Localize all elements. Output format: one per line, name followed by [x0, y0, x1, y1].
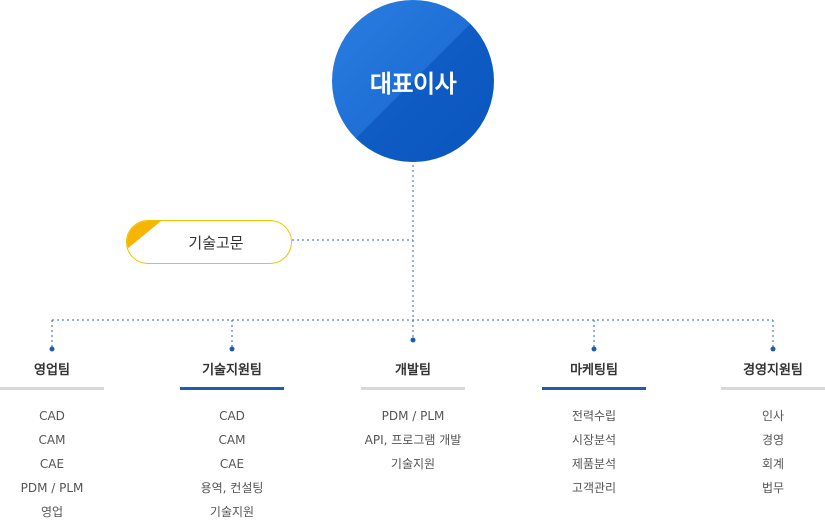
team-management-support: 경영지원팀 인사 경영 회계 법무 [721, 360, 825, 500]
duty-item: 회계 [761, 457, 785, 471]
duty-item: CAD [219, 409, 245, 423]
duty-item: PDM / PLM [381, 409, 445, 423]
duty-list: PDM / PLM API, 프로그램 개발 기술지원 [361, 404, 465, 476]
ceo-label: 대표이사 [369, 69, 457, 98]
duty-item: 인사 [761, 409, 785, 423]
team-dot-1 [49, 346, 55, 352]
team-marketing: 마케팅팀 전력수립 시장분석 제품분석 고객관리 [542, 360, 646, 500]
duty-item: CAM [218, 433, 246, 447]
duty-item: 법무 [761, 481, 785, 495]
team-dot-4 [591, 346, 597, 352]
team-underline [721, 387, 825, 390]
duty-item: 시장분석 [571, 433, 617, 447]
team-underline [542, 387, 646, 390]
team-sales: 영업팀 CAD CAM CAE PDM / PLM 영업 [0, 360, 104, 524]
team-name: 영업팀 [34, 363, 70, 378]
team-dot-5 [770, 346, 776, 352]
team-name: 마케팅팀 [570, 363, 618, 378]
team-underline [0, 387, 104, 390]
duty-list: 인사 경영 회계 법무 [721, 404, 825, 500]
duty-item: CAE [219, 457, 245, 471]
team-underline [361, 387, 465, 390]
duty-item: 전력수립 [571, 409, 617, 423]
team-underline [180, 387, 284, 390]
team-name: 기술지원팀 [202, 363, 262, 378]
duty-item: API, 프로그램 개발 [364, 433, 462, 447]
duty-item: CAE [39, 457, 65, 471]
duty-item: CAM [38, 433, 66, 447]
team-dot-2 [229, 346, 235, 352]
duty-item: 기술지원 [209, 505, 255, 519]
advisor-label: 기술고문 [188, 233, 244, 252]
ceo-node: 대표이사 [332, 0, 494, 162]
duty-item: 고객관리 [571, 481, 617, 495]
team-tech-support: 기술지원팀 CAD CAM CAE 용역, 컨설팅 기술지원 [180, 360, 284, 524]
advisor-corner-accent [127, 221, 161, 249]
duty-item: CAD [39, 409, 65, 423]
duty-item: PDM / PLM [20, 481, 84, 495]
duty-item: 용역, 컨설팅 [200, 481, 264, 495]
duty-item: 영업 [40, 505, 64, 519]
team-name: 경영지원팀 [743, 363, 803, 378]
duty-item: 제품분석 [571, 457, 617, 471]
duty-list: 전력수립 시장분석 제품분석 고객관리 [542, 404, 646, 500]
team-dot-3 [410, 337, 416, 343]
duty-list: CAD CAM CAE PDM / PLM 영업 [0, 404, 104, 524]
duty-item: 기술지원 [390, 457, 436, 471]
team-name: 개발팀 [395, 363, 431, 378]
duty-list: CAD CAM CAE 용역, 컨설팅 기술지원 [180, 404, 284, 524]
duty-item: 경영 [761, 433, 785, 447]
advisor-node: 기술고문 [126, 220, 292, 264]
team-development: 개발팀 PDM / PLM API, 프로그램 개발 기술지원 [361, 360, 465, 476]
